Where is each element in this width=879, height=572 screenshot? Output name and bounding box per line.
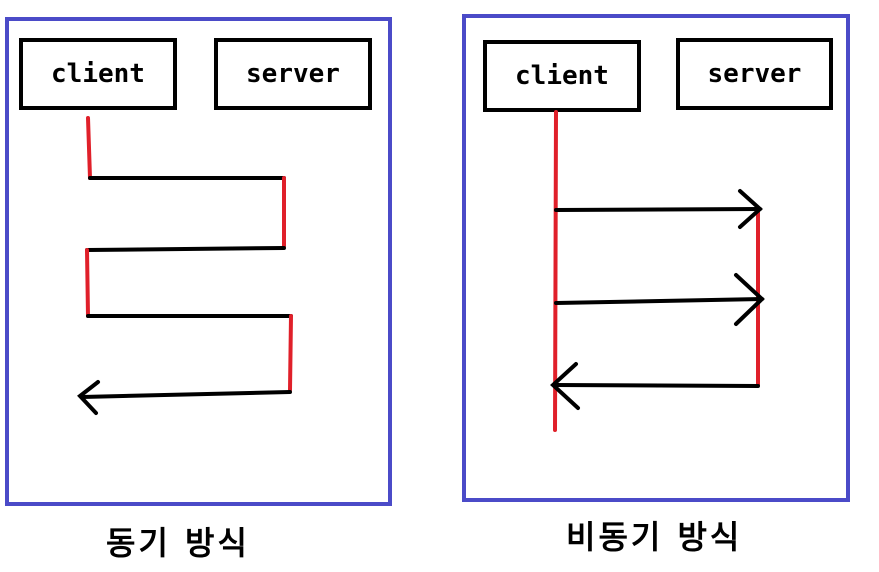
sync-response-2 [80,390,292,399]
sync-client-wait-1 [86,116,92,180]
sync-server-box: server [214,38,372,110]
sync-response-1 [85,246,286,252]
async-response [553,383,760,388]
sync-flow [77,116,293,415]
sync-server-process-2 [288,314,293,392]
async-caption: 비동기 방식 [566,518,743,556]
sync-client-label: client [51,59,145,89]
async-client-label: client [515,61,609,91]
sync-client-box: client [19,38,177,110]
async-request-1 [554,207,762,212]
sync-server-label: server [246,59,340,89]
sync-client-process [85,248,90,318]
sync-panel [5,17,392,506]
async-response-arrowhead [550,362,580,410]
async-request-1-arrowhead [738,189,763,229]
async-request-2-arrowhead [734,273,765,326]
async-request-2 [554,297,764,305]
async-client-timeline [553,110,558,432]
async-server-label: server [707,59,802,89]
async-client-box: client [483,40,641,112]
sync-caption: 동기 방식 [106,524,250,562]
async-panel [462,14,850,502]
async-flow [550,110,765,432]
sync-response-arrowhead [77,380,100,415]
async-server-box: server [676,38,833,110]
